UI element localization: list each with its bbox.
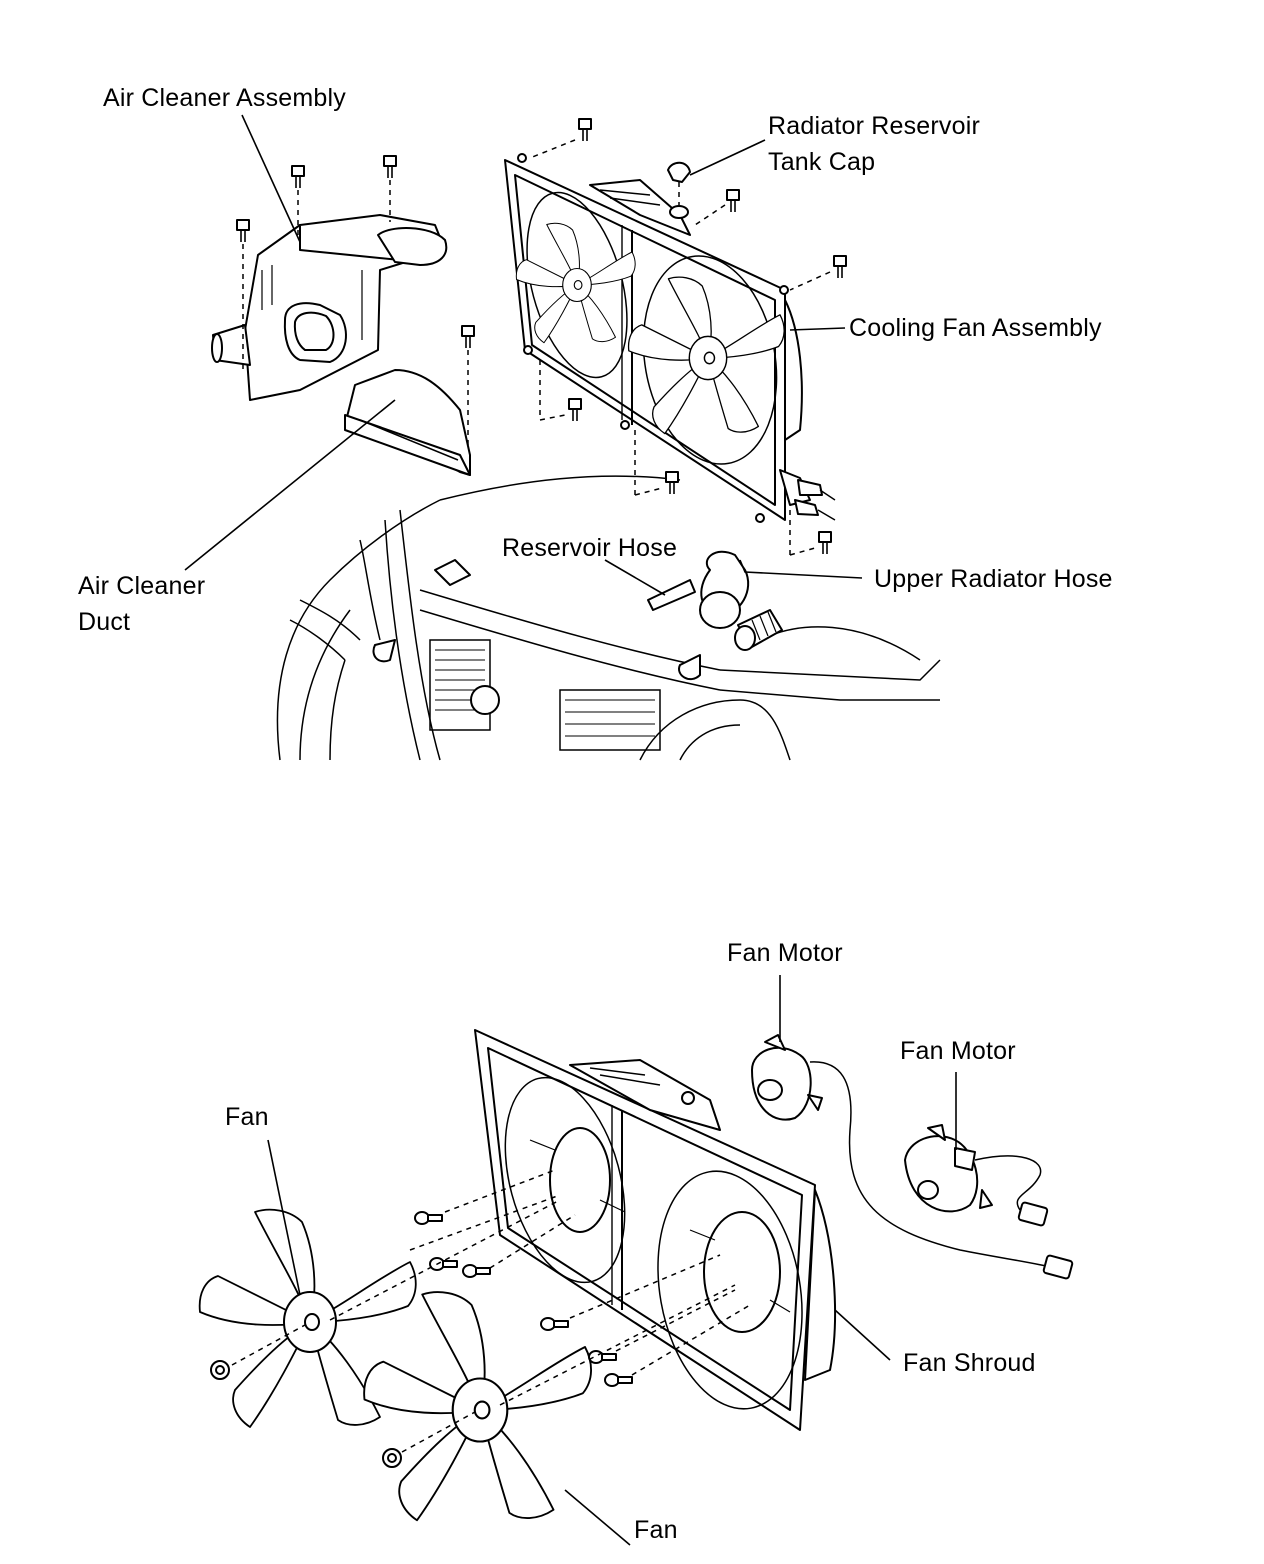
hoses-part xyxy=(647,550,783,651)
top-leader-lines xyxy=(184,114,863,596)
bottom-leader-lines xyxy=(267,975,957,1546)
air-cleaner-duct-part xyxy=(344,369,471,476)
fan-bottom-part xyxy=(363,1291,593,1522)
label-cooling-fan-assembly: Cooling Fan Assembly xyxy=(849,314,1102,342)
air-cleaner-assembly-part xyxy=(211,214,448,401)
reservoir-cap-part xyxy=(667,161,691,219)
cooling-fan-bolts xyxy=(529,118,847,556)
label-fan-left: Fan xyxy=(225,1103,269,1131)
fan-motor-left-part xyxy=(751,1034,1074,1280)
shroud-bolts xyxy=(329,1169,751,1406)
label-radiator-reservoir-tank-cap-line1: Radiator Reservoir xyxy=(768,112,981,140)
label-fan-motor-right: Fan Motor xyxy=(900,1037,1016,1065)
label-air-cleaner-duct-line1: Air Cleaner xyxy=(78,572,206,600)
label-upper-radiator-hose: Upper Radiator Hose xyxy=(874,565,1113,593)
label-air-cleaner-assembly: Air Cleaner Assembly xyxy=(103,84,346,112)
label-fan-bottom: Fan xyxy=(634,1516,678,1544)
cooling-fan-assembly-part xyxy=(504,153,803,523)
label-fan-motor-left: Fan Motor xyxy=(727,939,843,967)
label-fan-shroud: Fan Shroud xyxy=(903,1349,1036,1377)
fan-motor-right-part xyxy=(904,1124,1049,1227)
engine-bay-outline xyxy=(276,475,941,761)
label-air-cleaner-duct-line2: Duct xyxy=(78,608,131,636)
fan-shroud-part xyxy=(474,1029,836,1431)
label-reservoir-hose: Reservoir Hose xyxy=(502,534,678,562)
fan-left-part xyxy=(198,1208,417,1428)
label-radiator-reservoir-tank-cap-line2: Tank Cap xyxy=(768,148,876,176)
